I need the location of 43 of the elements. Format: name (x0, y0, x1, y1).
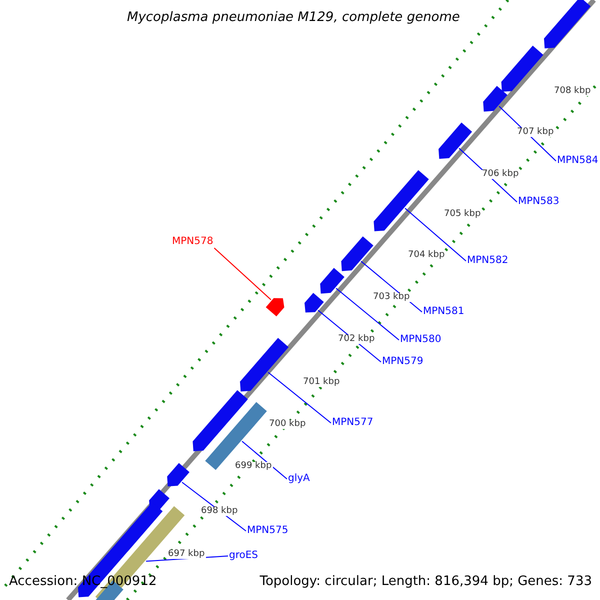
gene-feature (266, 298, 284, 316)
gene-feature (483, 86, 508, 112)
gene-feature (341, 236, 374, 272)
tick-label: 702 kbp (337, 335, 376, 344)
gene-feature (438, 122, 472, 159)
gene-label: MPN580 (400, 335, 442, 345)
gene-label: MPN575 (247, 526, 288, 536)
leader-line (214, 248, 272, 300)
gene-label: MPN579 (382, 357, 424, 367)
gene-feature (501, 46, 544, 92)
footer-text: Topology: circular; Length: 816,394 bp; Genes: 733 (260, 575, 592, 588)
tick-label: 699 kbp (234, 462, 273, 471)
tick-label: 708 kbp (553, 87, 592, 96)
tick-label: 704 kbp (407, 251, 446, 260)
gene-label: MPN583 (518, 197, 560, 207)
gene-label: MPN581 (423, 307, 464, 317)
tick-label: 697 kbp (167, 550, 206, 559)
tick-label: 700 kbp (268, 420, 307, 429)
leader-line (242, 440, 288, 480)
gene-feature (544, 0, 591, 48)
gene-label: MPN584 (557, 156, 598, 166)
gene-label: MPN577 (332, 418, 374, 428)
tick-label: 701 kbp (302, 378, 341, 387)
leader-line (404, 208, 466, 262)
tick-label: 698 kbp (200, 507, 239, 516)
gene-label: groES (229, 551, 258, 561)
gene-label: MPN578 (172, 237, 214, 247)
leader-line (336, 288, 400, 340)
gene-feature (374, 170, 429, 232)
title: Mycoplasma pneumoniae M129, complete genome (127, 11, 460, 24)
gene-feature (192, 390, 248, 452)
gene-feature (78, 502, 163, 598)
tick-label: 706 kbp (481, 170, 520, 179)
gene-label: glyA (288, 474, 310, 484)
tick-label: 703 kbp (372, 293, 411, 302)
tick-label: 707 kbp (516, 128, 555, 137)
gene-feature (167, 462, 190, 486)
tick-label: 705 kbp (443, 210, 482, 219)
gene-feature (304, 292, 324, 313)
gene-feature (240, 338, 289, 392)
gene-feature (320, 268, 344, 294)
gene-label: MPN582 (467, 256, 508, 266)
leader-line (268, 372, 332, 424)
